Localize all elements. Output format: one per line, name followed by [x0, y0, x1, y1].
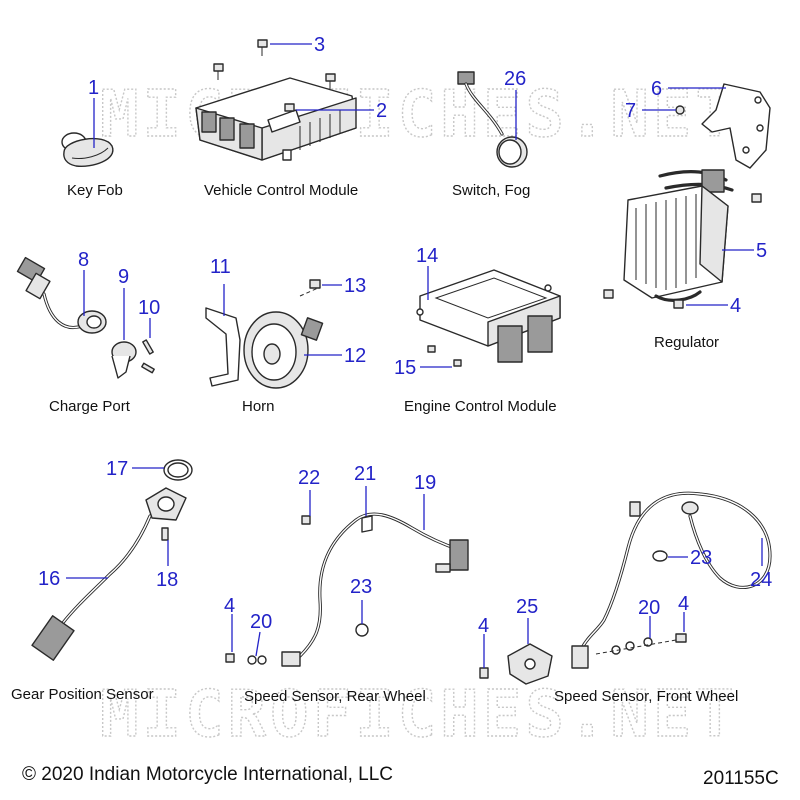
horn-drawing	[205, 279, 324, 389]
callout-21: 21	[354, 463, 376, 485]
callout-11: 11	[210, 256, 231, 278]
callout-9: 9	[118, 266, 129, 288]
rear-speed-sensor-drawing	[225, 512, 469, 667]
caption-regulator: Regulator	[654, 334, 719, 351]
caption-switch-fog: Switch, Fog	[452, 182, 530, 199]
callout-8: 8	[78, 249, 89, 271]
caption-key-fob: Key Fob	[67, 182, 123, 199]
callout-2: 2	[376, 100, 387, 122]
regulator-screws	[603, 105, 762, 309]
callout-18: 18	[156, 569, 178, 591]
regulator-drawing	[623, 169, 734, 302]
front-speed-sensor-drawing	[479, 491, 772, 685]
callout-7: 7	[625, 100, 636, 122]
key-fob-drawing	[61, 132, 114, 167]
callout-23-rear: 23	[350, 576, 372, 598]
vehicle-control-module-drawing	[195, 77, 357, 161]
drawing-number: 201155C	[703, 768, 779, 789]
gear-position-sensor-drawing	[31, 459, 193, 661]
caption-gear-position-sensor: Gear Position Sensor	[11, 686, 154, 703]
caption-charge-port: Charge Port	[49, 398, 131, 415]
callout-6: 6	[651, 78, 662, 100]
callout-17: 17	[106, 458, 128, 480]
callout-4-front-left: 4	[478, 615, 489, 637]
vcm-screws	[213, 39, 336, 112]
callout-5: 5	[756, 240, 767, 262]
engine-control-module-drawing	[416, 269, 561, 367]
callout-20-rear: 20	[250, 611, 272, 633]
fog-switch-drawing	[457, 71, 528, 168]
watermark-top: MICROFICHES.NET	[100, 78, 738, 152]
callout-22: 22	[298, 467, 320, 489]
callout-24: 24	[750, 569, 772, 591]
callout-1: 1	[88, 77, 99, 99]
callout-3: 3	[314, 34, 325, 56]
callout-10: 10	[138, 297, 160, 319]
charge-port-drawing	[16, 256, 155, 379]
callout-25: 25	[516, 596, 538, 618]
caption-engine-control-module: Engine Control Module	[404, 398, 557, 415]
callout-4-regulator: 4	[730, 295, 741, 317]
caption-speed-sensor-front: Speed Sensor, Front Wheel	[554, 688, 738, 705]
callout-4-front-right: 4	[678, 593, 689, 615]
regulator-bracket-drawing	[701, 83, 771, 169]
callout-16: 16	[38, 568, 60, 590]
callout-14: 14	[416, 245, 438, 267]
callout-4-rear: 4	[224, 595, 235, 617]
callout-26: 26	[504, 68, 526, 90]
callout-13: 13	[344, 275, 366, 297]
callout-23-front: 23	[690, 547, 712, 569]
caption-speed-sensor-rear: Speed Sensor, Rear Wheel	[244, 688, 426, 705]
copyright-text: © 2020 Indian Motorcycle International, …	[22, 764, 393, 785]
callout-15: 15	[394, 357, 416, 379]
caption-vehicle-control-module: Vehicle Control Module	[204, 182, 358, 199]
callout-19: 19	[414, 472, 436, 494]
caption-horn: Horn	[242, 398, 275, 415]
watermark-bottom: MICROFICHES.NET	[100, 678, 738, 752]
callout-20-front: 20	[638, 597, 660, 619]
callout-12: 12	[344, 345, 366, 367]
